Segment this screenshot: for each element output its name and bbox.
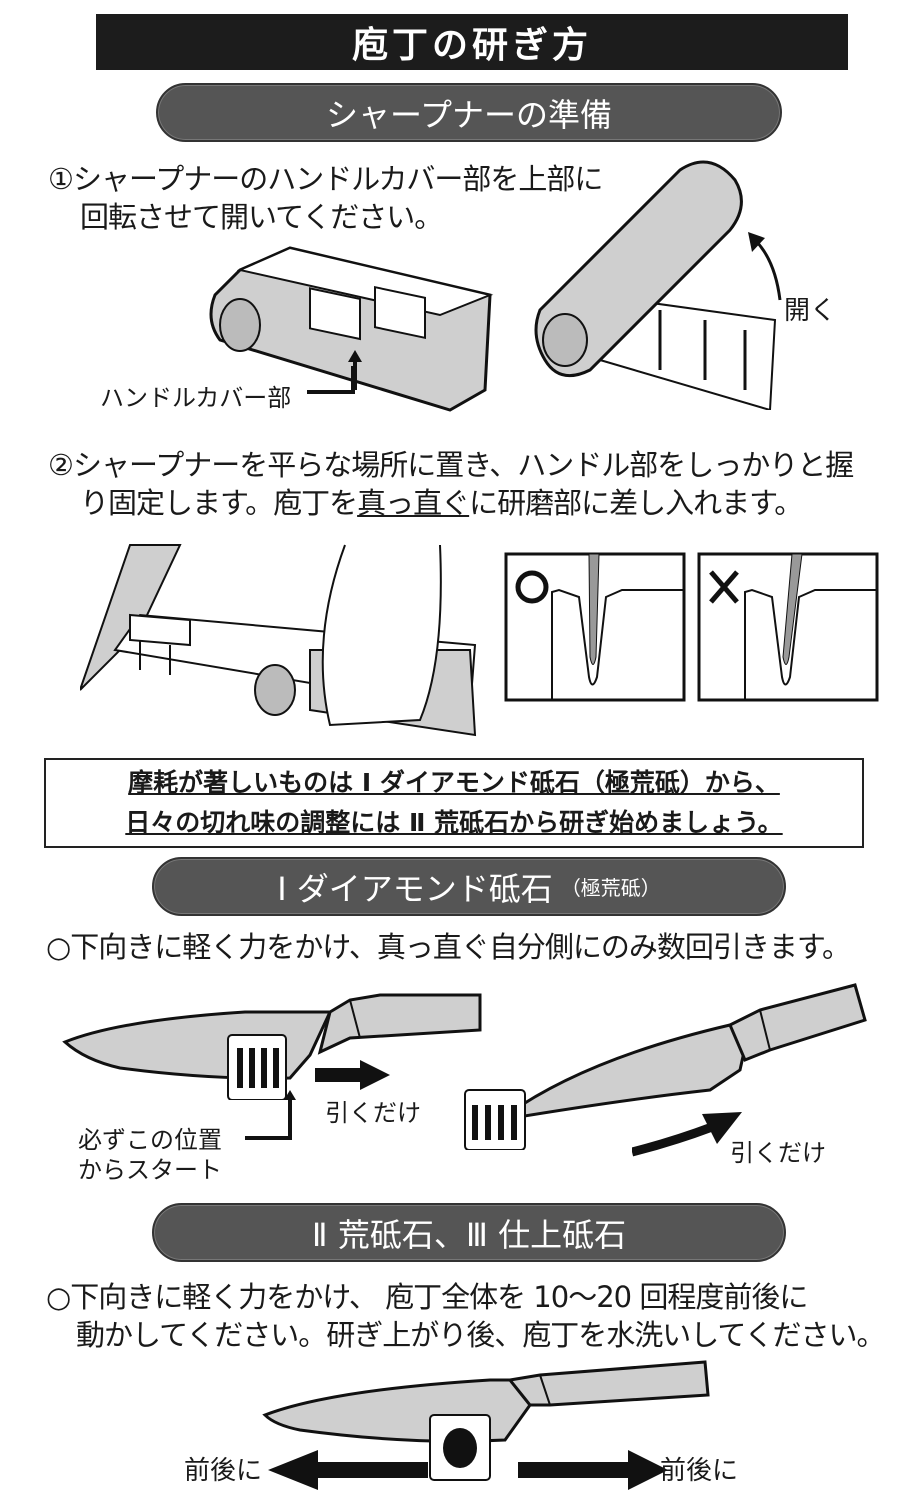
forth-arrow-icon <box>518 1450 668 1490</box>
diamond-instruction: ○下向きに軽く力をかけ、真っ直ぐ自分側にのみ数回引きます。 <box>46 930 851 964</box>
section-heading-diamond: Ⅰ ダイアモンド砥石（極荒砥） <box>152 857 786 916</box>
notice-line-2: 日々の切れ味の調整には Ⅱ 荒砥石から研ぎ始めましょう。 <box>125 808 783 837</box>
correct-insertion-diagram <box>504 552 686 702</box>
open-label: 開く <box>784 296 837 326</box>
back-forth-label-left: 前後に <box>184 1456 263 1486</box>
step-2-line-2: り固定します。庖丁を真っ直ぐに研磨部に差し入れます。 <box>80 486 803 520</box>
coarse-instruction-line-2: 動かしてください。研ぎ上がり後、庖丁を水洗いしてください。 <box>76 1318 886 1352</box>
knife-pull-diagram <box>464 983 867 1150</box>
step-2-line-1: ②シャープナーを平らな場所に置き、ハンドル部をしっかりと握 <box>48 448 854 482</box>
step-1-line-1: ①シャープナーのハンドルカバー部を上部に <box>48 162 603 196</box>
back-forth-label-right: 前後に <box>660 1456 739 1486</box>
section-heading-preparation: シャープナーの準備 <box>156 83 782 142</box>
sharpener-closed-illustration <box>209 246 494 412</box>
handle-cover-pointer-icon <box>307 366 355 394</box>
notice-box: 摩耗が著しいものは Ⅰ ダイアモンド砥石（極荒砥）から、 日々の切れ味の調整には… <box>44 758 864 848</box>
back-arrow-icon <box>268 1450 428 1490</box>
notice-line-1: 摩耗が著しいものは Ⅰ ダイアモンド砥石（極荒砥）から、 <box>128 768 780 797</box>
start-here-label-2: からスタート <box>78 1156 222 1184</box>
pull-curve-arrow-icon <box>632 1112 742 1157</box>
pull-arrow-icon <box>315 1060 390 1090</box>
coarse-instruction-line-1: ○下向きに軽く力をかけ、 庖丁全体を 10〜20 回程度前後に <box>46 1280 808 1314</box>
handle-cover-label: ハンドルカバー部 <box>100 384 292 412</box>
section-heading-coarse-finish: Ⅱ 荒砥石、Ⅲ 仕上砥石 <box>152 1203 786 1262</box>
start-here-label-1: 必ずこの位置 <box>78 1126 222 1154</box>
pull-only-label-2: 引くだけ <box>730 1139 826 1167</box>
step-1-line-2: 回転させて開いてください。 <box>80 200 443 234</box>
hand-holding-sharpener-illustration <box>80 544 477 737</box>
knife-back-forth-diagram <box>262 1360 710 1481</box>
start-pointer-icon <box>245 1090 296 1140</box>
page-title: 庖丁の研ぎ方 <box>96 14 848 70</box>
wrong-insertion-diagram <box>697 552 879 702</box>
sharpener-open-illustration <box>534 160 782 410</box>
pull-only-label-1: 引くだけ <box>325 1099 421 1127</box>
straight-emphasis: 真っ直ぐ <box>357 486 470 520</box>
knife-start-position-diagram <box>62 993 482 1100</box>
